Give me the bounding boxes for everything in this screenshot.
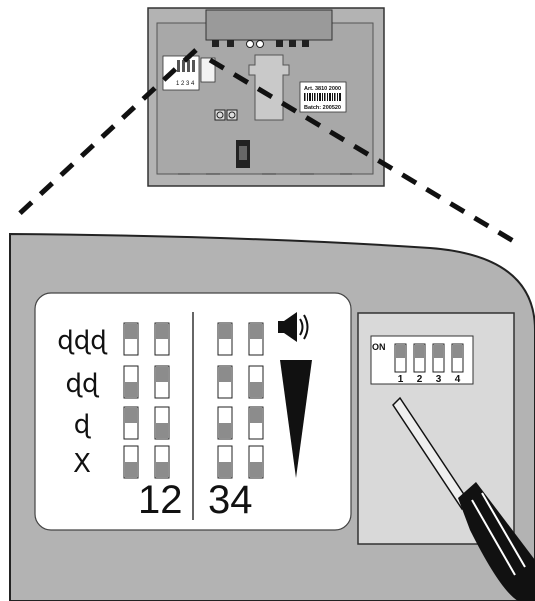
screw-terminals <box>214 109 238 121</box>
device-back-view: 1 2 3 4 Art. 3810 2000 <box>147 7 385 187</box>
legend-switch-lever <box>156 367 168 382</box>
zoom-lines <box>16 48 522 248</box>
legend-row-two-notes: ɖɖ <box>65 365 264 399</box>
legend-row-one-note: ɖ <box>74 406 264 440</box>
three-notes-icon: ɖɖɖ <box>57 326 108 356</box>
volume-ramp-icon <box>280 360 312 478</box>
speaker-icon <box>278 312 309 342</box>
dip-number-1: 1 <box>398 374 404 385</box>
dip-number-4: 4 <box>455 374 461 385</box>
legend-switch-lever <box>219 423 231 438</box>
article-label: Art. 3810 2000 Batch: 200520 <box>299 81 347 113</box>
legend-switch-lever <box>219 324 231 339</box>
one-note-icon: ɖ <box>74 410 92 440</box>
legend-switch-lever <box>125 408 137 423</box>
small-switch-numbers: 1 2 3 4 <box>176 81 195 87</box>
article-number: Art. 3810 2000 <box>304 86 341 92</box>
two-notes-icon: ɖɖ <box>65 369 100 399</box>
dip-switch-lever <box>434 345 443 358</box>
legend-row-no-sound: X <box>73 445 264 479</box>
dip-switch-lever <box>453 345 462 358</box>
no-sound-icon: X <box>73 449 91 479</box>
legend-switch-lever <box>250 324 262 339</box>
dip-switch-lever <box>396 345 405 358</box>
switch-group-label-12: 12 <box>138 478 183 522</box>
barcode-icon <box>304 93 341 101</box>
dip-switch-lever <box>415 345 424 358</box>
legend-switch-lever <box>156 462 168 477</box>
legend-switch-lever <box>156 423 168 438</box>
legend-switch-lever <box>125 382 137 397</box>
legend-switch-lever <box>219 367 231 382</box>
legend-switch-lever <box>156 324 168 339</box>
legend-switch-lever <box>125 324 137 339</box>
terminal-block <box>212 40 309 48</box>
legend-switch-lever <box>125 462 137 477</box>
dip-on-label: ON <box>372 342 386 352</box>
dip-number-3: 3 <box>436 374 442 385</box>
legend-switch-lever <box>250 462 262 477</box>
dip-number-2: 2 <box>417 374 423 385</box>
legend-switch-lever <box>219 462 231 477</box>
legend-switch-lever <box>250 382 262 397</box>
legend-row-three-notes: ɖɖɖ <box>57 322 264 356</box>
screwdriver-icon <box>392 396 535 601</box>
switch-group-label-34: 34 <box>208 478 253 522</box>
legend-switch-lever <box>250 408 262 423</box>
batch-number: Batch: 200520 <box>304 105 341 111</box>
